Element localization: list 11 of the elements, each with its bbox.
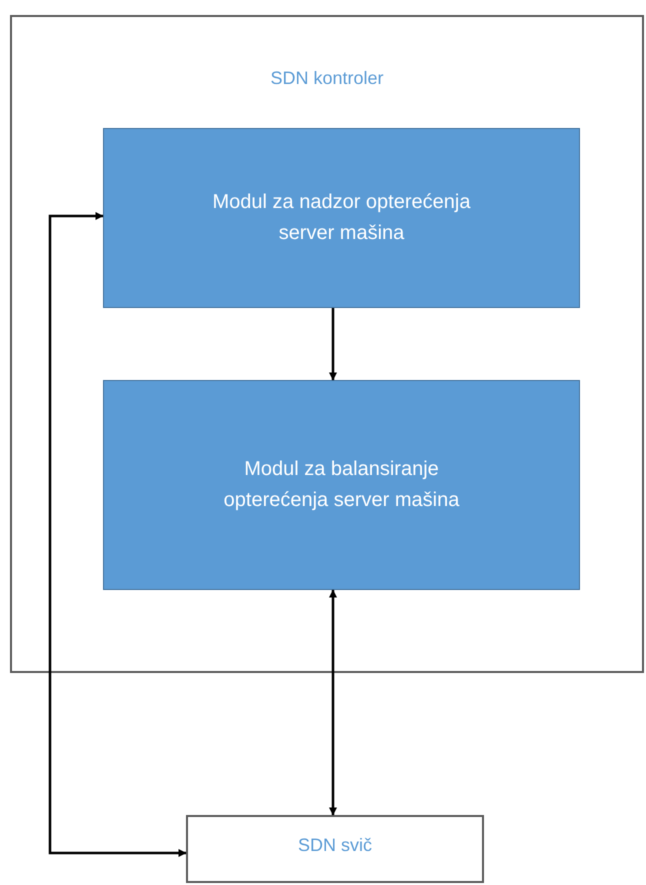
arrow (329, 308, 337, 380)
box-label: SDN svič (298, 834, 372, 858)
box-label: Modul za balansiranje opterećenja server mašina (222, 457, 460, 513)
switch-box (186, 815, 484, 883)
module-box (103, 380, 580, 590)
container-title: SDN kontroler (270, 67, 384, 90)
module-box (103, 128, 580, 308)
arrow (329, 590, 337, 816)
controller-container (10, 15, 644, 673)
box-label: Modul za nadzor opterećenja server mašina (212, 190, 472, 246)
arrow (48, 212, 186, 857)
